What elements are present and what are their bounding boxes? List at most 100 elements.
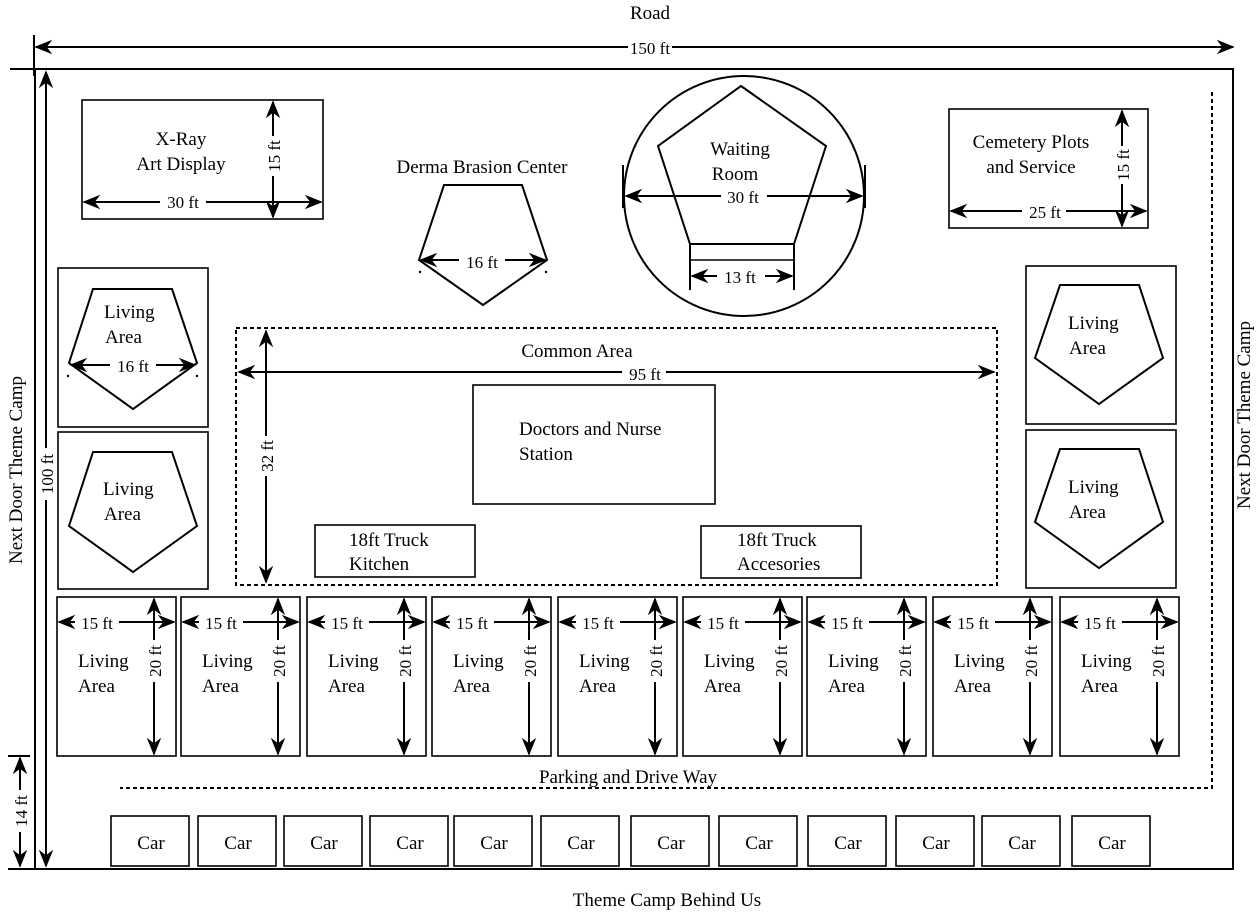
site-width-dimension: 150 ft [33,35,1235,76]
xray-art-display[interactable]: X-Ray Art Display 30 ft 15 ft [81,99,324,220]
site-height-dimension: 100 ft [37,70,57,868]
living-depth-dim: 20 ft [270,645,289,677]
derma-brasion-center[interactable]: Derma Brasion Center 16 ft [397,157,569,307]
svg-text:15 ft: 15 ft [1114,149,1133,181]
svg-text:X-Ray: X-Ray [156,129,207,150]
car-space[interactable]: Car [895,815,975,867]
living-label-line1: Living [954,651,1005,672]
living-depth-dim: 20 ft [896,645,915,677]
car-space[interactable]: Car [630,815,710,867]
side-living-area-left-2[interactable]: Living Area [57,431,209,590]
side-living-area-right-2[interactable]: Living Area [1025,429,1177,589]
living-label-line1: Living [202,651,253,672]
svg-text:Room: Room [712,164,759,185]
doctors-nurse-station[interactable]: Doctors and Nurse Station [472,384,716,505]
car-space[interactable]: Car [718,815,798,867]
living-label-line1: Living [1081,651,1132,672]
svg-text:Kitchen: Kitchen [349,554,410,575]
left-neighbor-label: Next Door Theme Camp [6,376,27,564]
car-space[interactable]: Car [197,815,277,867]
svg-text:Living: Living [104,302,155,323]
svg-text:and Service: and Service [986,157,1075,178]
living-width-dim: 15 ft [205,614,237,633]
living-label-line1: Living [828,651,879,672]
svg-text:15 ft: 15 ft [265,140,284,172]
side-living-area-left-1[interactable]: Living Area 16 ft [57,267,209,428]
living-label-line1: Living [704,651,755,672]
car-label: Car [657,833,685,854]
car-label: Car [224,833,252,854]
truck-accessories[interactable]: 18ft Truck Accesories [700,525,862,579]
svg-text:32 ft: 32 ft [258,440,277,472]
svg-text:Common Area: Common Area [521,341,633,362]
waiting-room[interactable]: Waiting Room 30 ft 13 ft [622,75,866,317]
car-space[interactable]: Car [369,815,449,867]
living-depth-dim: 20 ft [396,645,415,677]
parking-depth-dimension: 14 ft [8,755,50,870]
svg-text:14 ft: 14 ft [12,795,31,827]
car-label: Car [567,833,595,854]
car-space[interactable]: Car [1071,815,1151,867]
svg-text:Waiting: Waiting [710,139,770,160]
svg-text:18ft Truck: 18ft Truck [737,530,817,551]
car-space[interactable]: Car [110,815,190,867]
living-width-dim: 15 ft [582,614,614,633]
living-label-line2: Area [579,676,616,697]
parking-car-row: Car Car Car Car Car Car Car Car Car Car Car Car [110,815,1151,867]
car-label: Car [1008,833,1036,854]
svg-text:150 ft: 150 ft [630,39,670,58]
truck-kitchen[interactable]: 18ft Truck Kitchen [314,524,476,578]
svg-text:Area: Area [104,504,141,525]
living-width-dim: 15 ft [81,614,113,633]
svg-text:Accesories: Accesories [737,554,820,575]
common-area[interactable]: Common Area 95 ft 32 ft [235,327,998,586]
svg-text:Derma Brasion Center: Derma Brasion Center [397,157,569,178]
car-label: Car [480,833,508,854]
svg-text:Doctors and Nurse: Doctors and Nurse [519,419,661,440]
car-space[interactable]: Car [540,815,620,867]
living-label-line1: Living [453,651,504,672]
living-label-line2: Area [828,676,865,697]
car-space[interactable]: Car [981,815,1061,867]
living-width-dim: 15 ft [456,614,488,633]
parking-driveway-label: Parking and Drive Way [539,767,718,788]
living-depth-dim: 20 ft [521,645,540,677]
car-label: Car [1098,833,1126,854]
svg-text:Art Display: Art Display [136,154,226,175]
living-label-line2: Area [78,676,115,697]
car-space[interactable]: Car [453,815,533,867]
cemetery-plots[interactable]: Cemetery Plots and Service 25 ft 15 ft [948,108,1149,229]
car-label: Car [922,833,950,854]
svg-text:100 ft: 100 ft [38,454,57,494]
car-label: Car [310,833,338,854]
svg-text:18ft Truck: 18ft Truck [349,530,429,551]
living-label-line2: Area [704,676,741,697]
svg-text:Living: Living [1068,477,1119,498]
living-depth-dim: 20 ft [146,645,165,677]
car-label: Car [745,833,773,854]
site-boundary [34,68,1234,870]
living-width-dim: 15 ft [707,614,739,633]
car-space[interactable]: Car [807,815,887,867]
living-label-line2: Area [202,676,239,697]
svg-text:Cemetery Plots: Cemetery Plots [973,132,1090,153]
car-space[interactable]: Car [283,815,363,867]
svg-text:30 ft: 30 ft [727,188,759,207]
svg-text:Area: Area [1069,502,1106,523]
svg-text:13 ft: 13 ft [724,268,756,287]
side-living-area-right-1[interactable]: Living Area [1025,265,1177,425]
living-depth-dim: 20 ft [772,645,791,677]
behind-camp-label: Theme Camp Behind Us [573,890,761,911]
living-width-dim: 15 ft [1084,614,1116,633]
